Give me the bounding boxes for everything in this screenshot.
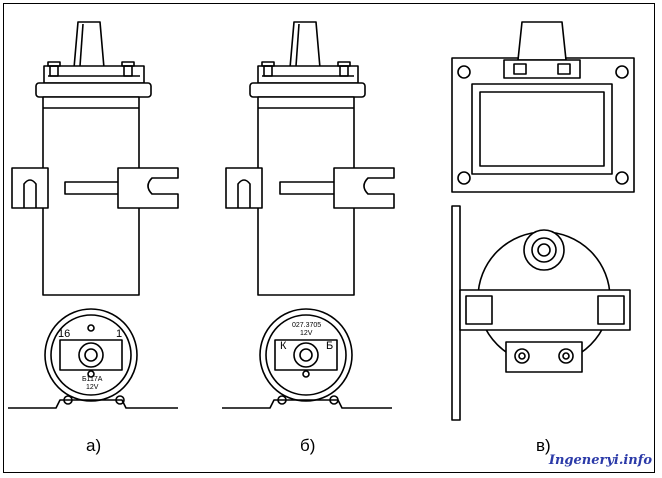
- caption-a: а): [86, 436, 102, 455]
- coil-a-side-view: [11, 21, 179, 296]
- coil-c-front-view: [451, 205, 631, 421]
- coil-a-terminal-left-label: 16: [58, 328, 71, 340]
- coil-b-voltage-label: 12V: [300, 330, 313, 337]
- coil-b-terminal-right-label: Б: [326, 340, 334, 352]
- caption-b: б): [300, 436, 316, 455]
- coil-a-terminal-right-label: 1: [116, 328, 123, 340]
- drawing-frame: [3, 3, 655, 473]
- coil-b-bottom-view: [222, 308, 392, 409]
- coil-b-side-view: [225, 21, 395, 296]
- watermark: Ingeneryi.info: [548, 453, 652, 468]
- coil-a-bottom-view: [8, 308, 178, 409]
- coil-a-model-label: Б117А: [82, 376, 103, 383]
- coil-c-top-view: [451, 21, 635, 193]
- coil-b-model-label: 027.3705: [292, 322, 322, 329]
- coil-b-terminal-left-label: К: [280, 340, 287, 352]
- coil-a-voltage-label: 12V: [86, 384, 99, 391]
- caption-c: в): [536, 436, 551, 455]
